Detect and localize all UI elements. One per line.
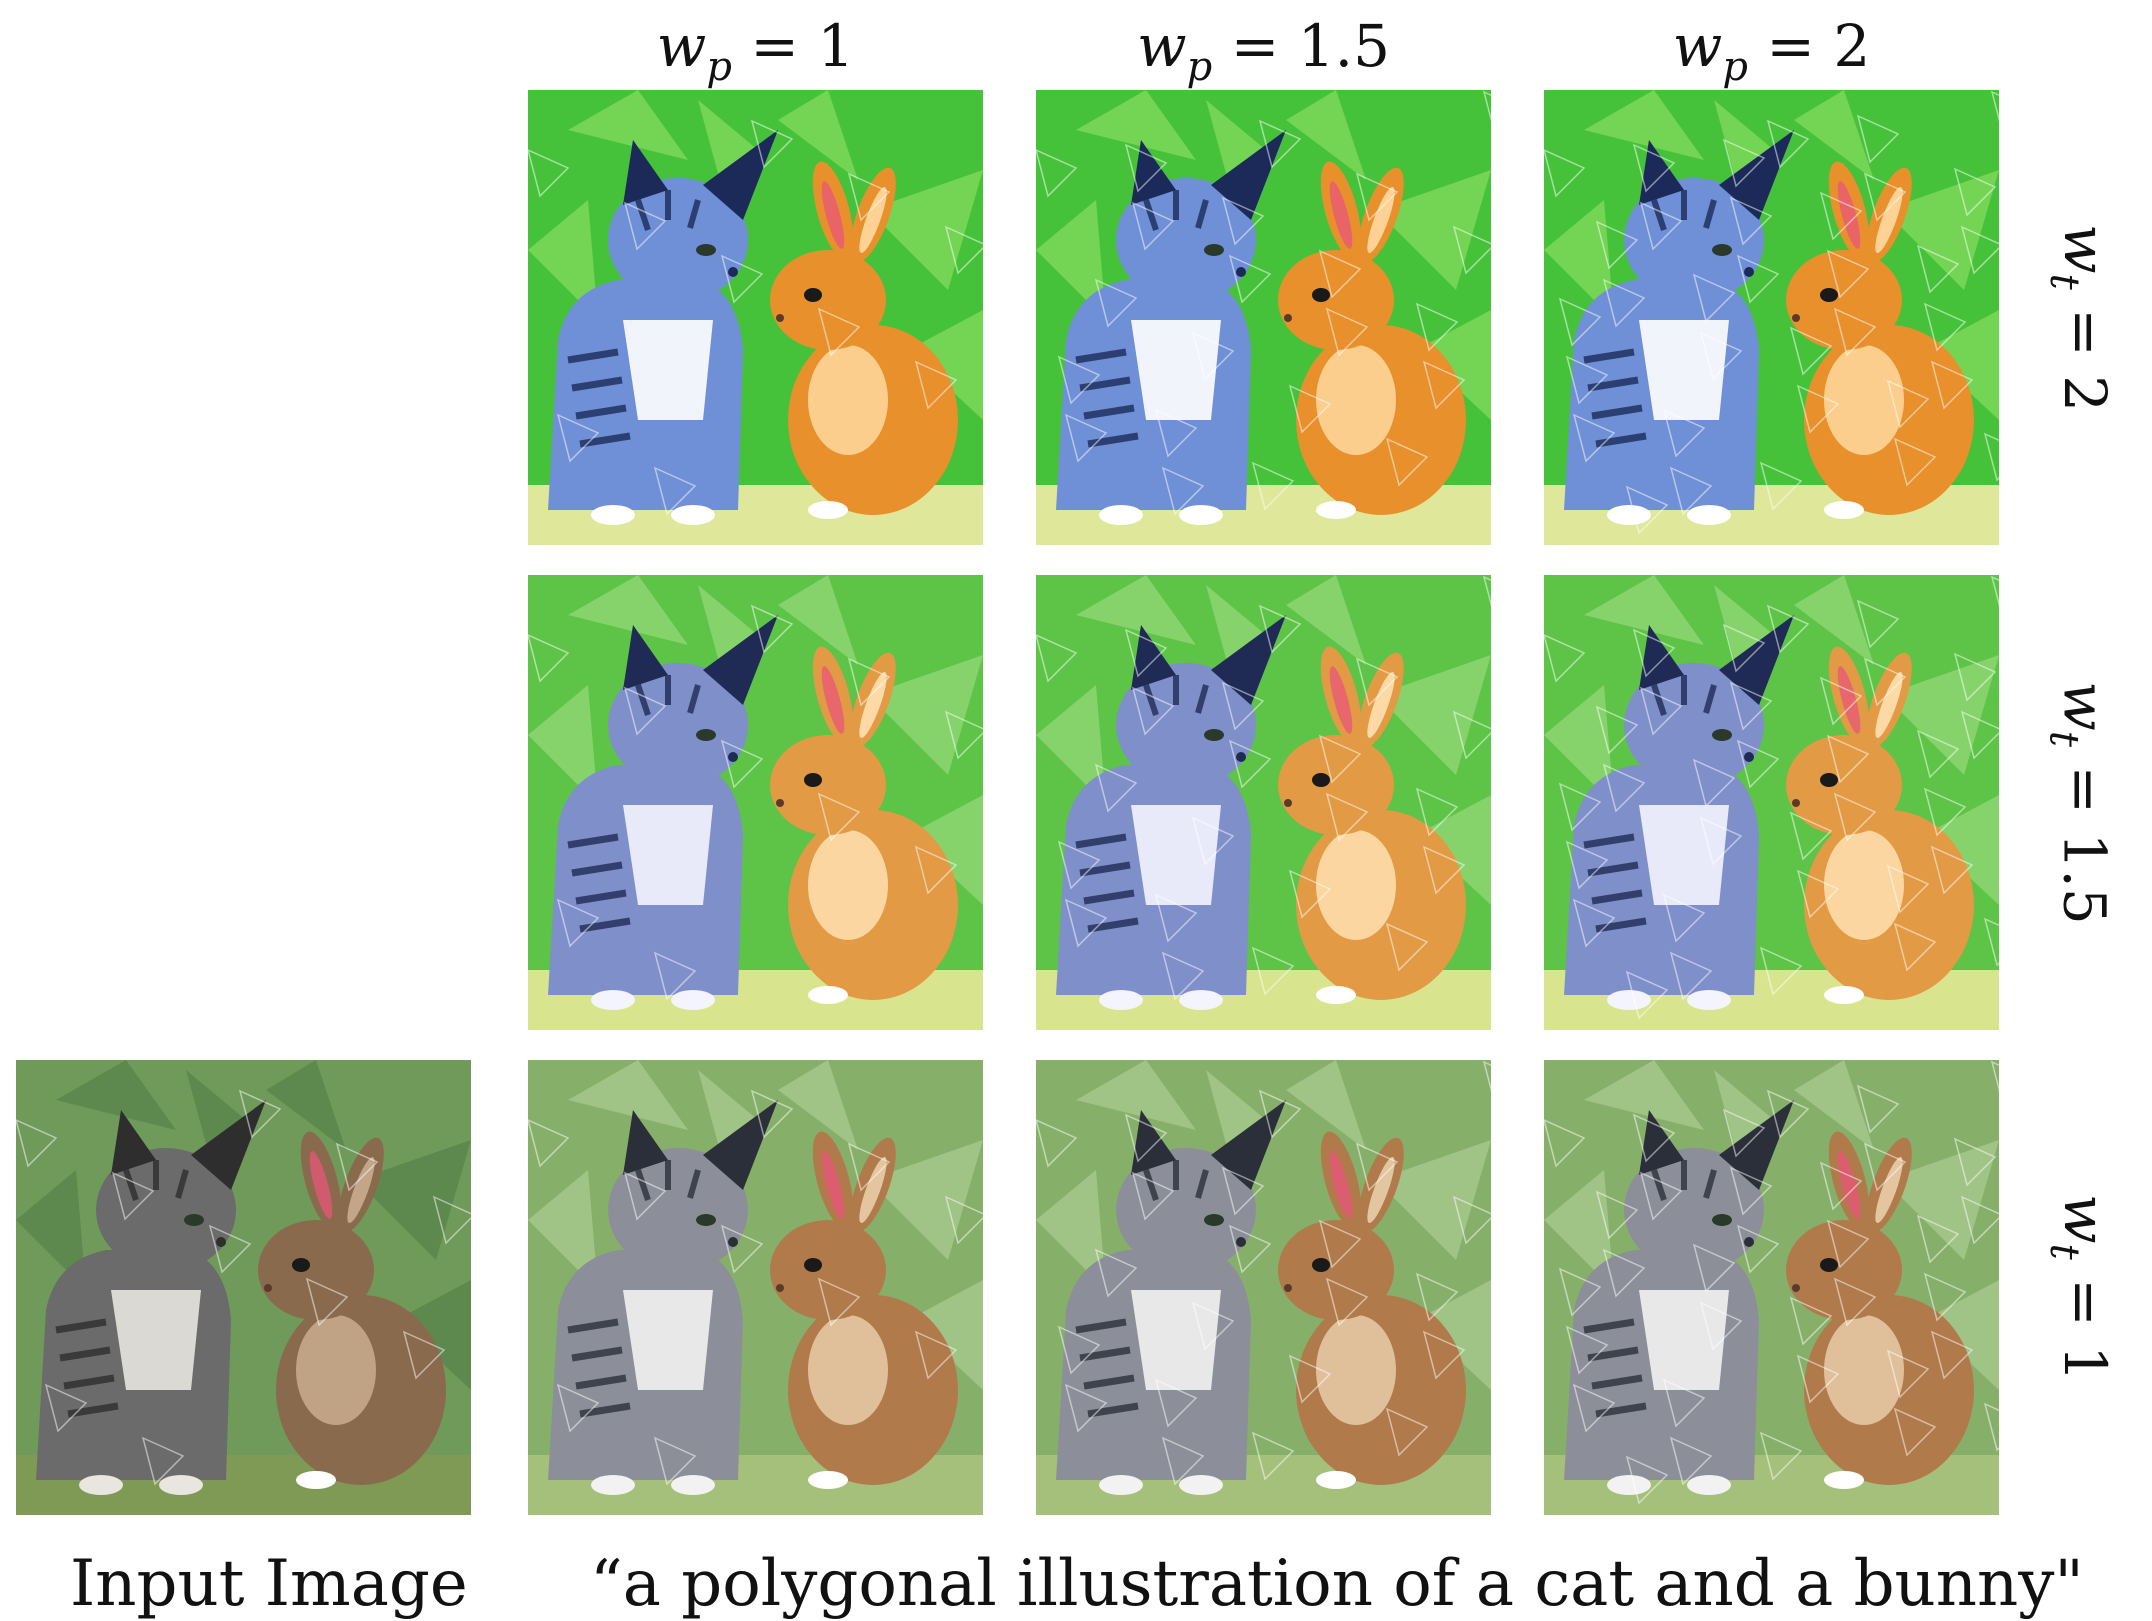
- illustration-svg: [16, 1060, 471, 1515]
- row-label-wt-1.5: wt = 1.5: [2041, 680, 2119, 925]
- prompt-caption: “a polygonal illustration of a cat and a…: [590, 1547, 2084, 1621]
- illustration-svg: [528, 1060, 983, 1515]
- result-image-wt1-wp1.5: [1036, 1060, 1491, 1515]
- result-image-wt2-wp1: [528, 90, 983, 545]
- row-label-wt-2: wt = 2: [2041, 223, 2119, 412]
- result-image-wt2-wp2: [1544, 90, 1999, 545]
- column-header-wp-1: wp = 1: [656, 12, 855, 90]
- input-image-caption: Input Image: [70, 1547, 468, 1621]
- result-image-wt1-wp2: [1544, 1060, 1999, 1515]
- result-image-wt1.5-wp1: [528, 575, 983, 1030]
- result-image-wt2-wp1.5: [1036, 90, 1491, 545]
- result-image-wt1.5-wp1.5: [1036, 575, 1491, 1030]
- illustration-svg: [1544, 575, 1999, 1030]
- illustration-svg: [1036, 575, 1491, 1030]
- column-header-wp-2: wp = 2: [1672, 12, 1871, 90]
- result-image-wt1.5-wp2: [1544, 575, 1999, 1030]
- illustration-svg: [1036, 90, 1491, 545]
- input-image: [16, 1060, 471, 1515]
- result-image-wt1-wp1: [528, 1060, 983, 1515]
- illustration-svg: [1544, 90, 1999, 545]
- row-label-wt-1: wt = 1: [2041, 1193, 2119, 1382]
- illustration-svg: [1036, 1060, 1491, 1515]
- illustration-svg: [1544, 1060, 1999, 1515]
- column-header-wp-1.5: wp = 1.5: [1137, 12, 1390, 90]
- illustration-svg: [528, 90, 983, 545]
- illustration-svg: [528, 575, 983, 1030]
